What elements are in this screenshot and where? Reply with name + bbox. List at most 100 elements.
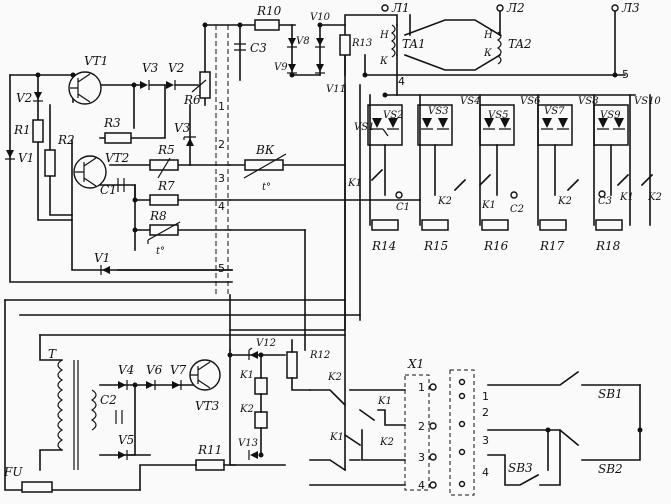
svg-text:K2: K2 — [557, 196, 572, 207]
load-cap-c2: C2 — [510, 204, 524, 215]
thyristor-pair-2: VS3 VS4 — [417, 96, 480, 146]
diode-v7: V7 — [170, 363, 187, 390]
line-l2: Л2 — [506, 1, 525, 15]
resistor-r6: R6 — [183, 71, 211, 107]
diode-v1: V1 — [5, 150, 34, 165]
node-2: 2 — [218, 138, 225, 151]
svg-text:VS1: VS1 — [354, 122, 374, 133]
current-transformer-ta1: TA1 Н К — [379, 24, 426, 67]
svg-text:V6: V6 — [146, 363, 163, 377]
svg-text:K2: K2 — [379, 437, 394, 448]
svg-text:K2: K2 — [327, 372, 342, 383]
right-pin-3: 3 — [482, 434, 489, 447]
diode-v6: V6 — [146, 363, 163, 390]
svg-text:R14: R14 — [371, 239, 396, 253]
relay-coil-k1: K1 — [239, 370, 268, 395]
svg-text:R13: R13 — [351, 38, 372, 49]
diode-v2-top: V2 — [166, 61, 184, 90]
svg-text:VS10: VS10 — [634, 96, 661, 107]
svg-text:t°: t° — [156, 246, 165, 257]
resistor-r2: R2 — [44, 133, 75, 177]
svg-text:R2: R2 — [57, 133, 75, 147]
diode-v5: V5 — [118, 433, 134, 460]
right-pin-4: 4 — [482, 466, 489, 479]
svg-text:VS3: VS3 — [428, 106, 448, 117]
x1-pin-3: 3 — [418, 451, 425, 464]
resistor-r7: R7 — [149, 179, 179, 206]
right-pin-2: 2 — [482, 406, 489, 419]
svg-text:R16: R16 — [483, 239, 509, 253]
svg-text:TA2: TA2 — [508, 37, 532, 51]
svg-text:R3: R3 — [103, 116, 121, 130]
diode-v9: V9 — [274, 62, 297, 74]
svg-text:V8: V8 — [296, 36, 310, 47]
connector-right: 1 2 3 4 — [449, 369, 489, 496]
thyristor-pair-1: VS1 VS2 — [354, 104, 403, 146]
line-l3: Л3 — [621, 1, 640, 15]
x1-pin-1: 1 — [418, 381, 425, 394]
svg-text:K1: K1 — [481, 200, 496, 211]
node-4-top: 4 — [398, 75, 405, 88]
svg-text:R17: R17 — [539, 239, 565, 253]
svg-text:V12: V12 — [256, 338, 276, 349]
load-cap-c3: C3 — [598, 196, 612, 207]
ta2-k: К — [483, 48, 492, 59]
svg-text:V1: V1 — [94, 251, 110, 265]
diode-v2: V2 — [16, 91, 43, 105]
connector-x1: X1 1 2 3 4 — [404, 357, 437, 492]
svg-text:R6: R6 — [183, 93, 201, 107]
node-5-top: 5 — [622, 68, 629, 81]
thyristor-pair-3: VS5 VS6 — [479, 96, 541, 146]
ta1-k: К — [379, 56, 388, 67]
thyristor-pair-5: VS9 VS10 — [593, 96, 661, 146]
svg-text:FU: FU — [3, 465, 23, 479]
svg-text:R18: R18 — [595, 239, 621, 253]
wiring — [4, 9, 636, 491]
svg-text:VT3: VT3 — [195, 399, 220, 413]
transformer-t: T — [39, 334, 97, 471]
svg-text:TA1: TA1 — [402, 37, 426, 51]
node-3: 3 — [218, 172, 225, 185]
transistor-vt2: VT2 — [73, 151, 129, 189]
svg-text:C2: C2 — [100, 393, 117, 407]
svg-text:V5: V5 — [118, 433, 134, 447]
svg-text:ВК: ВК — [255, 143, 275, 157]
node-5: 5 — [218, 262, 225, 275]
capacitor-c3: C3 — [234, 41, 267, 55]
svg-text:K1: K1 — [329, 432, 344, 443]
resistor-r18: R18 — [595, 219, 623, 253]
svg-text:V2: V2 — [16, 91, 32, 105]
svg-text:V4: V4 — [118, 363, 134, 377]
svg-text:VS6: VS6 — [520, 96, 541, 107]
svg-text:V3: V3 — [174, 121, 191, 135]
svg-text:V2: V2 — [168, 61, 184, 75]
svg-text:R5: R5 — [157, 143, 175, 157]
diode-v10: V10 — [310, 12, 331, 48]
resistor-r3: R3 — [103, 116, 132, 144]
diode-v4: V4 — [118, 363, 134, 390]
resistor-r5: R5 — [149, 143, 179, 179]
x1-pin-2: 2 — [418, 420, 425, 433]
button-sb3: SB3 — [487, 429, 561, 486]
diode-v11: V11 — [315, 64, 346, 95]
diode-v3-top: V3 — [140, 61, 159, 90]
svg-text:R15: R15 — [423, 239, 448, 253]
svg-text:R12: R12 — [309, 350, 330, 361]
resistor-r15: R15 — [421, 219, 449, 253]
svg-text:V1: V1 — [18, 151, 34, 165]
svg-text:V13: V13 — [238, 438, 258, 449]
line-terminals: Л1 Л2 Л3 — [381, 1, 640, 15]
diode-v1-lower: V1 — [94, 251, 110, 275]
relay-contacts: K2 K1 K1 K2 — [309, 372, 406, 486]
resistor-r8: R8 t° — [147, 209, 181, 257]
node-1: 1 — [218, 100, 225, 113]
svg-text:K2: K2 — [437, 196, 452, 207]
resistor-r17: R17 — [539, 219, 567, 253]
thyristor-pair-4: VS7 VS8 — [537, 96, 598, 146]
svg-text:K1: K1 — [377, 396, 392, 407]
svg-text:R8: R8 — [149, 209, 167, 223]
svg-text:C3: C3 — [250, 41, 267, 55]
svg-text:V11: V11 — [326, 84, 346, 95]
load-cap-c1: C1 — [396, 202, 410, 213]
